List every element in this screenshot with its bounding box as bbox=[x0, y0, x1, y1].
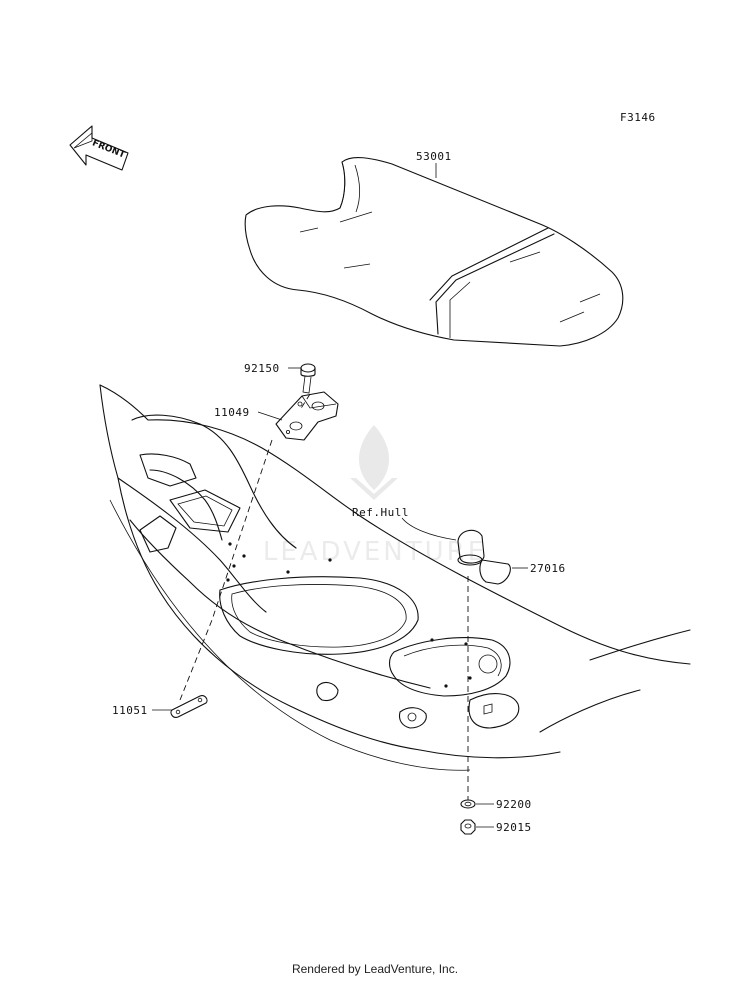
part-label-92015[interactable]: 92015 bbox=[496, 821, 532, 834]
part-label-92150[interactable]: 92150 bbox=[244, 362, 280, 375]
front-arrow-icon: FRONT bbox=[69, 125, 129, 171]
leader-lines bbox=[152, 163, 528, 828]
part-label-92200[interactable]: 92200 bbox=[496, 798, 532, 811]
washer-92200-drawing bbox=[460, 799, 476, 809]
watermark: LEADVENTURE bbox=[263, 425, 487, 567]
cap-27016-drawing bbox=[457, 529, 511, 585]
assembly-line-bolt bbox=[299, 393, 311, 411]
hull-drawing bbox=[99, 384, 691, 771]
part-label-53001[interactable]: 53001 bbox=[416, 150, 452, 163]
part-label-27016[interactable]: 27016 bbox=[530, 562, 566, 575]
front-label: FRONT bbox=[91, 138, 127, 160]
hull-mounting-holes bbox=[226, 542, 472, 688]
footer-credit: Rendered by LeadVenture, Inc. bbox=[291, 962, 459, 976]
bolt-92150-drawing bbox=[300, 363, 316, 394]
watermark-text: LEADVENTURE bbox=[263, 537, 487, 567]
seat-drawing bbox=[244, 156, 624, 347]
part-label-11051[interactable]: 11051 bbox=[112, 704, 148, 717]
part-label-11049[interactable]: 11049 bbox=[214, 406, 250, 419]
figure-code: F3146 bbox=[620, 111, 656, 124]
reference-label-hull: Ref.Hull bbox=[352, 506, 409, 519]
nut-92015-drawing bbox=[460, 819, 476, 835]
plate-11051-drawing bbox=[170, 695, 208, 718]
assembly-line-bracket bbox=[179, 439, 273, 701]
